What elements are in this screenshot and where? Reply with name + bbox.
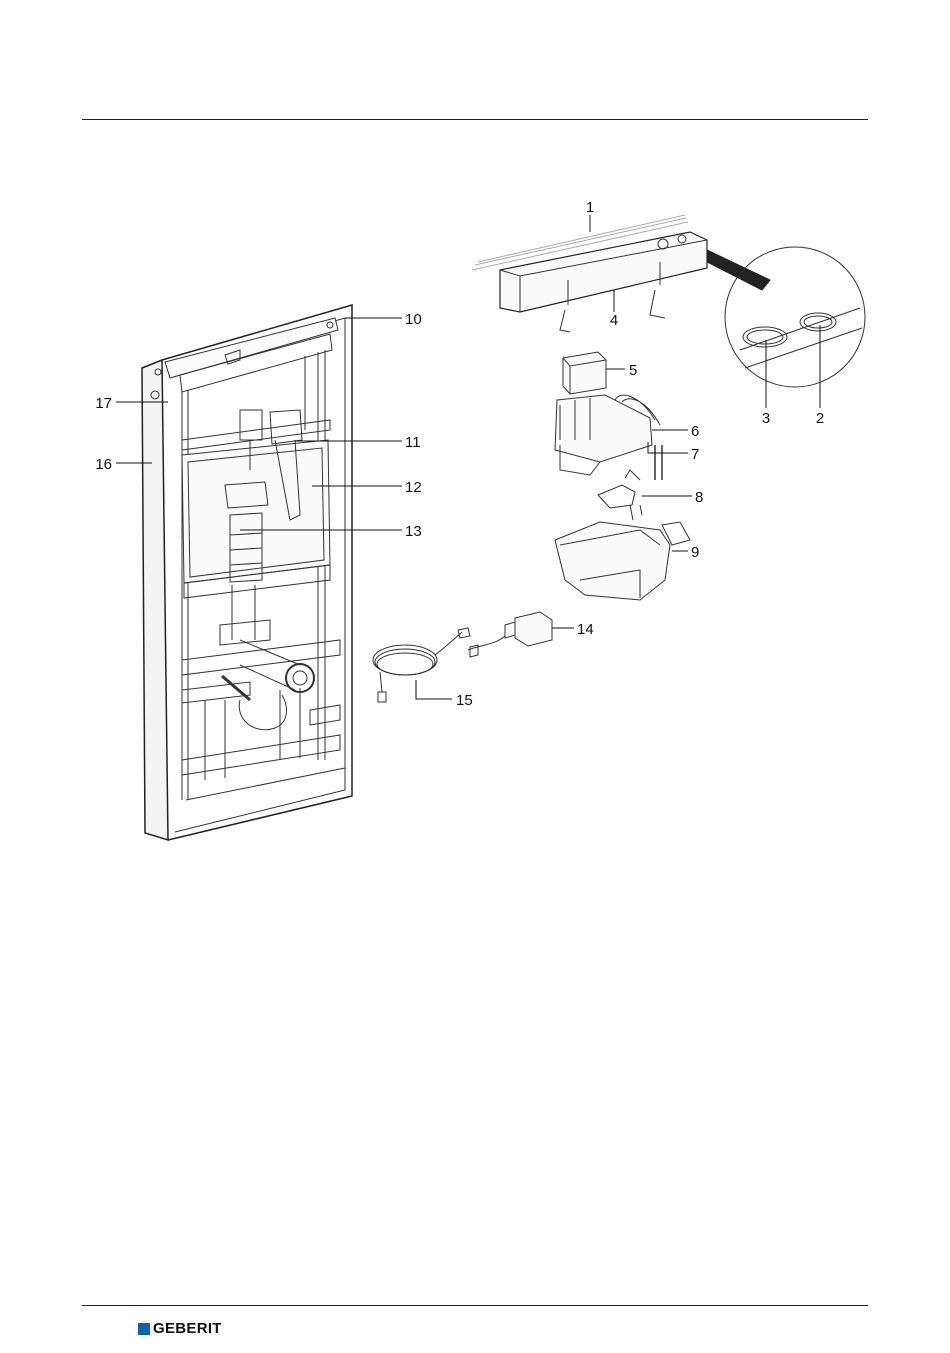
geberit-logo: GEBERIT	[138, 1320, 222, 1337]
callout-5: 5	[629, 362, 637, 379]
callout-1: 1	[586, 199, 594, 216]
footer-rule	[82, 1305, 868, 1306]
cover-block	[563, 352, 606, 394]
solenoid-valve	[468, 612, 552, 657]
control-unit	[555, 395, 662, 480]
callout-9: 9	[691, 544, 699, 561]
installation-frame	[142, 305, 352, 840]
callout-8: 8	[695, 489, 703, 506]
detail-magnifier	[725, 247, 865, 387]
coiled-cable	[373, 628, 470, 702]
callout-12: 12	[405, 479, 422, 496]
callout-16: 16	[95, 456, 112, 473]
callout-3: 3	[762, 410, 770, 427]
callout-4: 4	[610, 312, 618, 329]
callout-15: 15	[456, 692, 473, 709]
callout-6: 6	[691, 423, 699, 440]
callout-2: 2	[816, 410, 824, 427]
logo-square-icon	[138, 1323, 150, 1335]
callout-14: 14	[577, 621, 594, 638]
callout-17: 17	[95, 395, 112, 412]
leader-line-15	[416, 680, 452, 699]
callout-10: 10	[405, 311, 422, 328]
clamp-part	[598, 470, 642, 520]
housing-box	[555, 522, 690, 600]
leader-line-7	[648, 442, 688, 453]
callout-7: 7	[691, 446, 699, 463]
callout-11: 11	[405, 434, 421, 451]
callout-13: 13	[405, 523, 422, 540]
logo-text: GEBERIT	[153, 1320, 222, 1337]
